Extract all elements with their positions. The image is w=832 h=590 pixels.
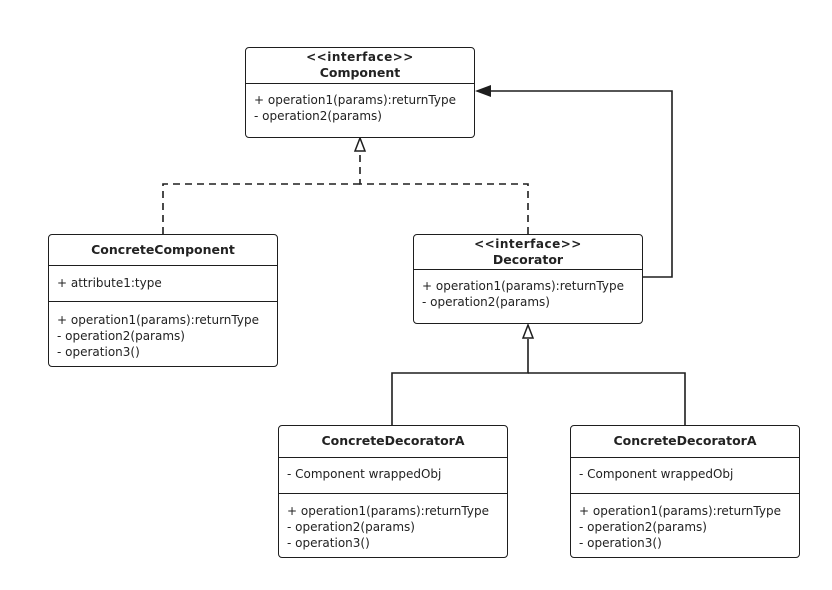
class-header: ConcreteDecoratorA <box>571 426 799 457</box>
method: - operation3() <box>287 536 370 550</box>
stereotype-label: <<interface>> <box>474 237 582 251</box>
class-decorator[interactable]: <<interface>> Decorator + operation1(par… <box>413 234 643 324</box>
method: + operation1(params):returnType <box>287 504 489 518</box>
method: - operation2(params) <box>422 295 550 309</box>
class-concrete-component[interactable]: ConcreteComponent + attribute1:type + op… <box>48 234 278 367</box>
class-component[interactable]: <<interface>> Component + operation1(par… <box>245 47 475 138</box>
method: + operation1(params):returnType <box>254 93 456 107</box>
attributes-section: + attribute1:type <box>49 265 277 301</box>
class-name: ConcreteDecoratorA <box>321 433 465 448</box>
method: - operation2(params) <box>287 520 415 534</box>
method: - operation3() <box>57 345 140 359</box>
class-concrete-decorator-a-right[interactable]: ConcreteDecoratorA - Component wrappedOb… <box>570 425 800 558</box>
class-name: ConcreteComponent <box>91 242 235 257</box>
method: - operation2(params) <box>57 329 185 343</box>
method: + operation1(params):returnType <box>422 279 624 293</box>
attributes-section: - Component wrappedObj <box>279 457 507 493</box>
method: + operation1(params):returnType <box>579 504 781 518</box>
attribute: - Component wrappedObj <box>579 467 734 481</box>
class-header: ConcreteComponent <box>49 235 277 265</box>
methods-section: + operation1(params):returnType - operat… <box>246 83 474 124</box>
methods-section: + operation1(params):returnType - operat… <box>49 301 277 360</box>
method: + operation1(params):returnType <box>57 313 259 327</box>
class-header: <<interface>> Component <box>246 48 474 83</box>
realization-edge-decorator <box>359 152 529 234</box>
attributes-section: - Component wrappedObj <box>571 457 799 493</box>
realization-arrowhead <box>353 135 367 152</box>
class-header: <<interface>> Decorator <box>414 235 642 269</box>
generalization-edge-decorator-a2 <box>528 372 686 425</box>
association-arrowhead <box>475 85 491 97</box>
methods-section: + operation1(params):returnType - operat… <box>571 493 799 551</box>
method: - operation2(params) <box>254 109 382 123</box>
methods-section: + operation1(params):returnType - operat… <box>414 269 642 310</box>
attribute: + attribute1:type <box>57 276 162 290</box>
realization-edge-concrete-component <box>162 183 360 234</box>
method: - operation2(params) <box>579 520 707 534</box>
class-name: Component <box>319 65 401 80</box>
class-header: ConcreteDecoratorA <box>279 426 507 457</box>
generalization-arrowhead <box>521 322 535 339</box>
generalization-edge-decorator-a1 <box>391 339 529 425</box>
methods-section: + operation1(params):returnType - operat… <box>279 493 507 551</box>
attribute: - Component wrappedObj <box>287 467 442 481</box>
class-name: Decorator <box>492 252 564 267</box>
stereotype-label: <<interface>> <box>306 50 414 64</box>
class-name: ConcreteDecoratorA <box>613 433 757 448</box>
association-edge-decorator-component <box>490 90 673 278</box>
method: - operation3() <box>579 536 662 550</box>
class-concrete-decorator-a-left[interactable]: ConcreteDecoratorA - Component wrappedOb… <box>278 425 508 558</box>
